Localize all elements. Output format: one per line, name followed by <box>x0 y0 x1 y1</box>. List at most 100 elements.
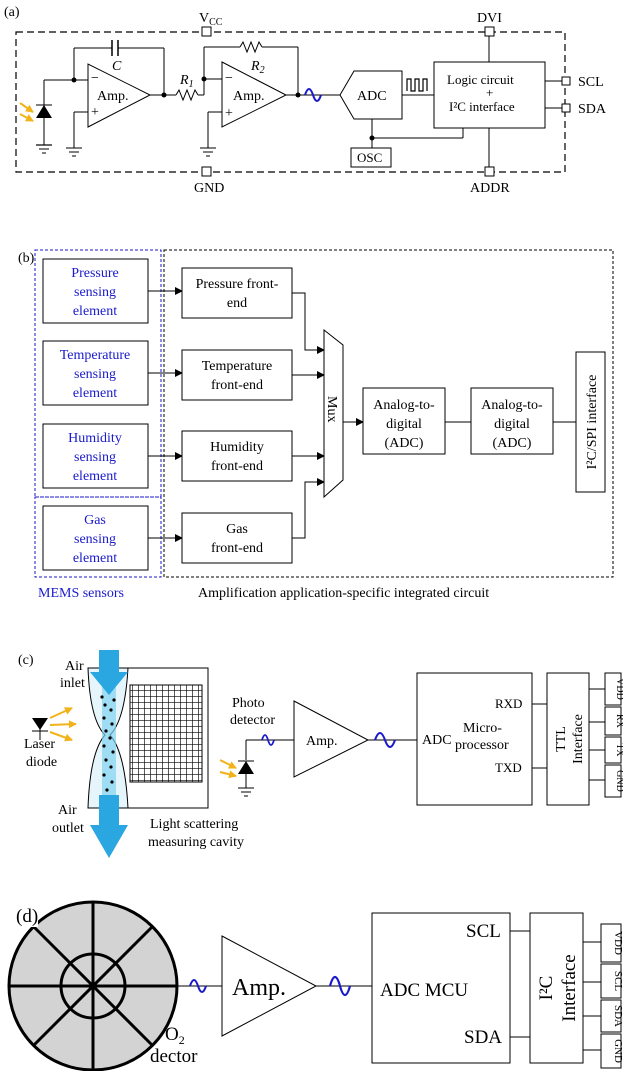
pressure-sensing-element: Pressure sensing element <box>42 258 149 324</box>
panel-d-label-bg <box>14 905 38 927</box>
i2c-spi-interface: I²C/SPI interface <box>575 351 606 493</box>
svg-text:(ADC): (ADC) <box>493 436 532 451</box>
panel-b-label: (b) <box>18 251 35 266</box>
svg-text:Humidity: Humidity <box>210 440 264 455</box>
svg-text:Gas: Gas <box>226 522 248 537</box>
svg-text:C: C <box>112 59 122 74</box>
svg-text:Amp.: Amp. <box>306 734 338 749</box>
svg-text:I²C interface: I²C interface <box>449 99 515 114</box>
signal-wave-icon <box>261 734 275 746</box>
panel-d-label: (d) <box>16 906 38 927</box>
amp1: − + Amp. <box>66 63 152 157</box>
svg-text:outlet: outlet <box>52 821 84 836</box>
temperature-sensing-element: Temperature sensing element <box>42 340 149 406</box>
svg-text:Pressure front-: Pressure front- <box>196 277 279 292</box>
svg-text:Temperature: Temperature <box>202 359 273 374</box>
svg-text:sensing: sensing <box>74 285 116 300</box>
temperature-front-end: Temperature front-end <box>181 349 293 401</box>
svg-text:GND: GND <box>614 770 623 792</box>
laser-diode-icon <box>32 707 77 742</box>
svg-text:element: element <box>73 469 117 484</box>
logic-circuit-block: Logic circuit + I²C interface <box>433 61 546 129</box>
ttl-pins: VDD RX TX GND <box>589 672 623 798</box>
pressure-front-end: Pressure front- end <box>181 267 293 319</box>
dector-label: dector <box>150 1046 198 1067</box>
svg-text:TX: TX <box>614 743 623 757</box>
svg-text:I²C/SPI interface: I²C/SPI interface <box>585 375 600 470</box>
svg-text:TTL: TTL <box>554 726 569 752</box>
svg-text:VDD: VDD <box>612 931 623 955</box>
panel-a-label: (a) <box>4 5 20 20</box>
svg-text:I²C: I²C <box>536 976 557 1001</box>
digital-signal-icon <box>406 78 428 92</box>
svg-text:element: element <box>73 386 117 401</box>
amp-block-c: Amp. <box>293 700 370 778</box>
svg-text:Interface: Interface <box>571 714 586 764</box>
capacitor-c: C <box>73 40 165 95</box>
photodetector-icon <box>219 740 254 797</box>
dvi-label: DVI <box>477 11 502 26</box>
adc-block-a: ADC <box>339 70 403 120</box>
svg-text:+: + <box>91 105 99 120</box>
svg-text:Amp.: Amp. <box>97 89 129 104</box>
ttl-interface-block: TTL Interface <box>546 672 590 806</box>
svg-text:inlet: inlet <box>60 676 85 691</box>
adc-mcu-block: ADC MCU SCL SDA <box>371 912 511 1064</box>
svg-text:Air: Air <box>58 803 77 818</box>
svg-text:Air: Air <box>65 659 84 674</box>
svg-text:Amp.: Amp. <box>232 975 286 1001</box>
resistor-r2: R2 <box>203 40 299 95</box>
svg-text:VDD: VDD <box>614 678 623 700</box>
osc-block: OSC <box>350 119 464 168</box>
scatter-grid <box>129 684 203 783</box>
scl-label: SCL <box>578 75 604 90</box>
mux-block: Mux <box>323 328 344 499</box>
i2c-interface-block: I²C Interface <box>529 912 584 1064</box>
svg-text:Pressure: Pressure <box>71 266 118 281</box>
svg-text:SCL: SCL <box>466 921 501 942</box>
svg-text:diode: diode <box>26 755 57 770</box>
vcc-pin <box>201 26 212 37</box>
svg-text:Laser: Laser <box>24 737 55 752</box>
svg-text:ADC: ADC <box>422 733 452 748</box>
gnd-label: GND <box>194 181 224 196</box>
mems-caption: MEMS sensors <box>38 586 124 601</box>
svg-text:SDA: SDA <box>612 1005 623 1027</box>
svg-text:TXD: TXD <box>495 760 522 775</box>
svg-text:end: end <box>227 296 247 311</box>
dvi-pin <box>484 26 495 37</box>
asic-boundary <box>163 249 614 578</box>
svg-text:front-end: front-end <box>211 459 263 474</box>
svg-text:GND: GND <box>612 1039 623 1063</box>
svg-text:Temperature: Temperature <box>60 348 131 363</box>
svg-text:R2: R2 <box>250 59 265 76</box>
svg-text:Light scattering: Light scattering <box>150 817 238 832</box>
light-rays-icon <box>19 102 34 122</box>
gas-sensing-element: Gas sensing element <box>42 505 149 571</box>
svg-text:sensing: sensing <box>74 532 116 547</box>
svg-text:ADC MCU: ADC MCU <box>380 980 468 1001</box>
svg-text:Analog-to-: Analog-to- <box>373 398 435 413</box>
airflow-arrow-icon <box>90 650 128 858</box>
amp2: − + Amp. <box>200 61 288 157</box>
svg-text:Photo: Photo <box>232 696 265 711</box>
svg-text:digital: digital <box>494 417 530 432</box>
svg-text:Gas: Gas <box>84 513 106 528</box>
panel-d: (d) O2 dector Amp. ADC MCU SCL SDA I²C I… <box>7 900 623 1071</box>
panel-a: (a) VCC DVI GND ADDR <box>4 5 607 196</box>
svg-text:(ADC): (ADC) <box>385 436 424 451</box>
svg-text:Humidity: Humidity <box>68 431 122 446</box>
svg-text:Micro-: Micro- <box>463 721 502 736</box>
svg-text:Mux: Mux <box>324 396 339 422</box>
svg-text:sensing: sensing <box>74 367 116 382</box>
svg-text:R1: R1 <box>179 73 194 90</box>
svg-text:element: element <box>73 304 117 319</box>
o2-label: O2 <box>165 1024 185 1047</box>
gas-front-end: Gas front-end <box>181 512 293 564</box>
amp-block-d: Amp. <box>221 935 318 1037</box>
panel-c: (c) Air inlet Air outlet Laser diode Lig… <box>18 650 623 858</box>
humidity-front-end: Humidity front-end <box>181 430 293 482</box>
panel-c-label: (c) <box>18 653 34 668</box>
svg-text:Analog-to-: Analog-to- <box>481 398 543 413</box>
